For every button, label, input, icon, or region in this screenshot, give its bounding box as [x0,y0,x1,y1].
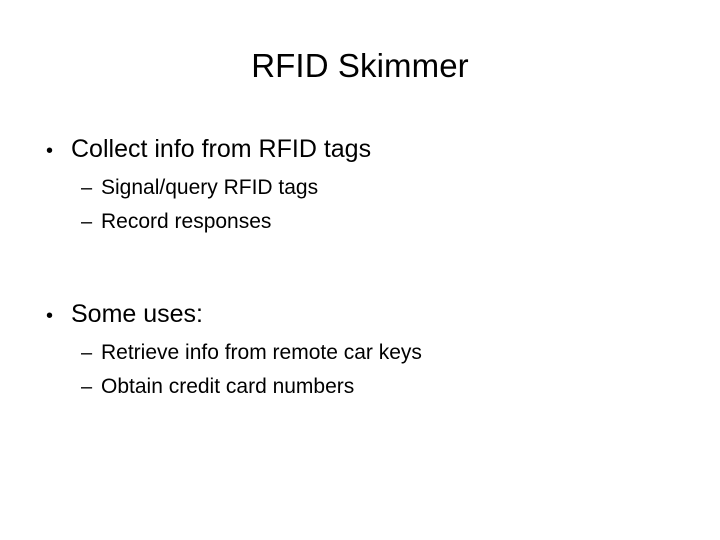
page-title: RFID Skimmer [251,47,469,84]
bullet-dot-icon: • [46,305,54,327]
list-item: • Some uses: [40,296,680,334]
list-item-label: Record responses [101,210,272,233]
group-spacer [40,239,680,296]
sub-bullet-list: – Signal/query RFID tags – Record respon… [40,171,680,239]
list-item: – Retrieve info from remote car keys [81,336,680,370]
list-item-label: Obtain credit card numbers [101,375,355,398]
list-item-label: Retrieve info from remote car keys [101,341,422,364]
en-dash-icon: – [81,376,93,398]
list-item: – Record responses [81,205,680,239]
list-item-label: Collect info from RFID tags [71,135,372,163]
en-dash-icon: – [81,342,93,364]
en-dash-icon: – [81,177,93,199]
list-item-label: Some uses: [71,300,204,328]
list-item-label: Signal/query RFID tags [101,176,319,199]
en-dash-icon: – [81,211,93,233]
slide-body: • Collect info from RFID tags – Signal/q… [40,131,680,404]
bullet-group: • Some uses: – Retrieve info from remote… [40,296,680,404]
bullet-dot-icon: • [46,140,54,162]
list-item: • Collect info from RFID tags [40,131,680,169]
bullet-group: • Collect info from RFID tags – Signal/q… [40,131,680,239]
list-item: – Signal/query RFID tags [81,171,680,205]
list-item: – Obtain credit card numbers [81,370,680,404]
sub-bullet-list: – Retrieve info from remote car keys – O… [40,336,680,404]
